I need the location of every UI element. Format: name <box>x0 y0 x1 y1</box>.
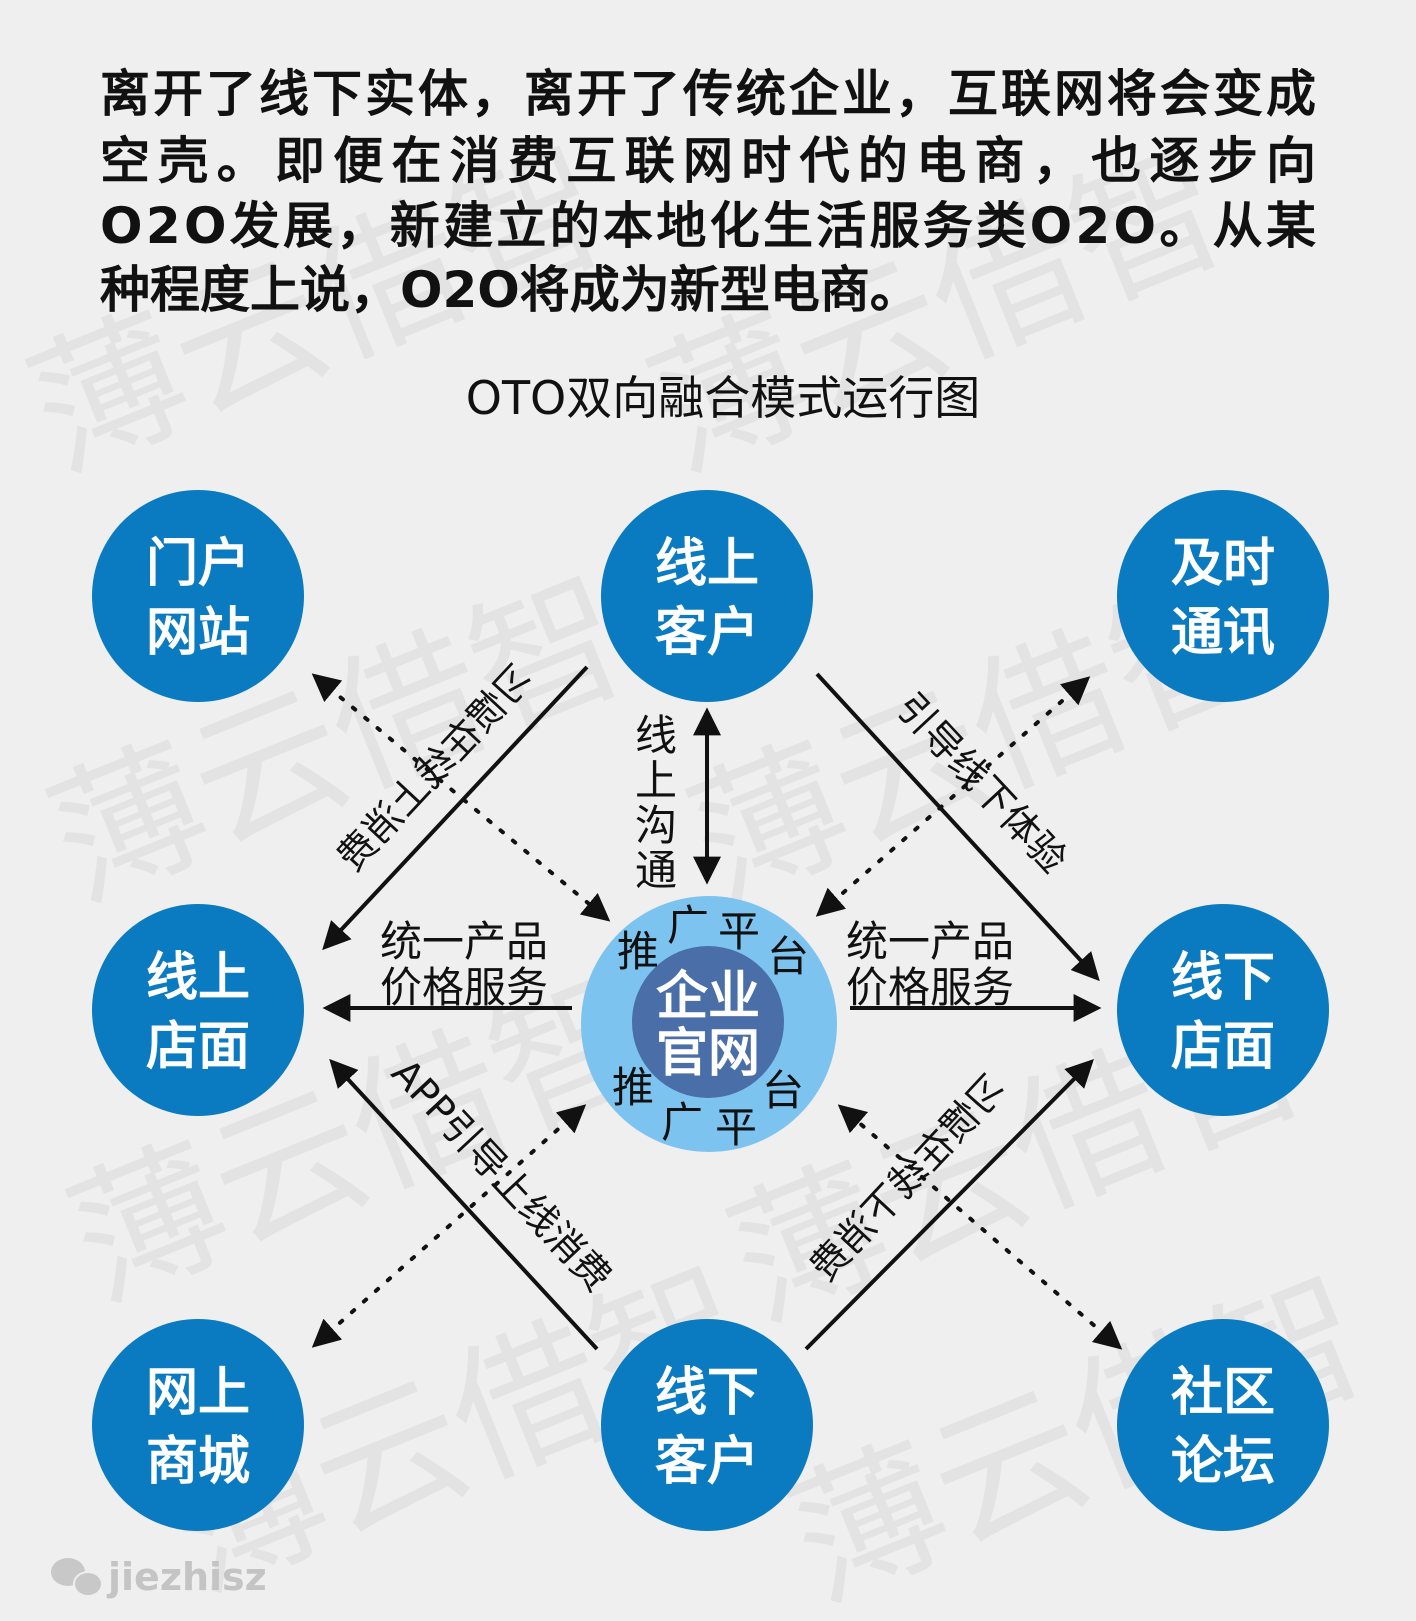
ring-char: 推 <box>612 1063 654 1112</box>
node-community-forum: 社区 论坛 <box>1117 1319 1329 1531</box>
center-text: 官网 <box>656 1024 760 1084</box>
ring-char: 台 <box>762 1066 804 1115</box>
node-text: 店面 <box>146 1017 250 1077</box>
wechat-icon <box>51 1558 103 1597</box>
node-text: 商城 <box>146 1432 250 1492</box>
label-unified-left-2: 价格服务 <box>380 963 548 1012</box>
node-text: 线下 <box>655 1363 759 1423</box>
ring-char: 广 <box>661 1098 703 1147</box>
ring-char: 平 <box>715 1103 757 1152</box>
node-text: 门户 <box>146 534 250 594</box>
node-text: 客户 <box>655 603 759 663</box>
intro-paragraph: 离开了线下实体，离开了传统企业，互联网将会变成 空壳。即便在消费互联网时代的电商… <box>100 65 1316 319</box>
intro-line: 空壳。即便在消费互联网时代的电商，也逐步向 <box>100 132 1316 190</box>
node-text: 店面 <box>1171 1017 1275 1077</box>
node-text: 线下 <box>1171 948 1275 1008</box>
node-offline-store: 线下 店面 <box>1117 904 1329 1116</box>
center-company-site: 企业 官网 推 广 平 台 推 广 平 台 <box>581 896 837 1152</box>
node-offline-customer: 线下 客户 <box>601 1319 813 1531</box>
label-unified-right-1: 统一产品 <box>846 917 1014 966</box>
ring-char: 台 <box>767 932 809 981</box>
ring-char: 广 <box>667 901 709 950</box>
node-text: 社区 <box>1171 1363 1275 1423</box>
account-name: jiezhisz <box>106 1555 267 1599</box>
dotted-arrow-portal-center <box>311 673 611 922</box>
node-text: 论坛 <box>1171 1432 1275 1492</box>
label-char: 线 <box>635 711 677 760</box>
node-text: 网站 <box>146 603 250 663</box>
label-unified-left-1: 统一产品 <box>380 917 548 966</box>
node-text: 线上 <box>655 534 759 594</box>
dotted-arrow-mall-center <box>311 1104 587 1348</box>
node-text: 客户 <box>655 1432 759 1492</box>
intro-line: 离开了线下实体，离开了传统企业，互联网将会变成 <box>100 65 1316 123</box>
label-char: 上 <box>635 756 677 805</box>
label-char: 通 <box>635 846 677 895</box>
diagram-title: OTO双向融合模式运行图 <box>466 371 981 425</box>
intro-line: 种程度上说，O2O将成为新型电商。 <box>100 261 920 319</box>
ring-char: 推 <box>617 927 659 976</box>
node-online-store: 线上 店面 <box>92 904 304 1116</box>
footer-account: jiezhisz <box>51 1555 267 1599</box>
node-online-customer: 线上 客户 <box>601 490 813 702</box>
dotted-arrow-forum-center <box>837 1104 1123 1350</box>
label-unified-right-2: 价格服务 <box>846 963 1014 1012</box>
node-text: 及时 <box>1171 534 1275 594</box>
connectors <box>311 665 1123 1351</box>
center-text: 企业 <box>656 967 760 1027</box>
node-online-mall: 网上 商城 <box>92 1319 304 1531</box>
node-instant-message: 及时 通讯 <box>1117 490 1329 702</box>
label-online-communication: 线 上 沟 通 <box>635 711 677 895</box>
ring-char: 平 <box>718 907 760 956</box>
center-inner-circle <box>632 946 784 1098</box>
node-text: 线上 <box>146 948 250 1008</box>
node-text: 网上 <box>146 1363 250 1423</box>
label-char: 沟 <box>635 801 677 850</box>
node-portal: 门户 网站 <box>92 490 304 702</box>
dotted-arrow-im-center <box>815 676 1091 917</box>
node-text: 通讯 <box>1171 603 1275 663</box>
